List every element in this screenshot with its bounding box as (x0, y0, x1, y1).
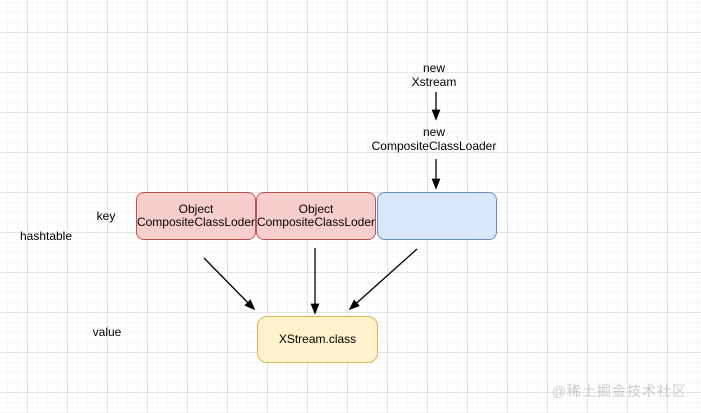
arrow-key1-to-value (203, 257, 256, 311)
value-label: value (92, 325, 122, 339)
arrow-key3-to-value (348, 248, 418, 311)
key-node-object-compositeclassloder-2: Object CompositeClassLoder (256, 192, 376, 240)
juejin-watermark: @稀土掘金技术社区 (551, 383, 687, 399)
value-node-xstream-class: XStream.class (257, 316, 378, 363)
key-node-object-compositeclassloder-1: Object CompositeClassLoder (136, 192, 256, 240)
flow-step-new-compositeclassloader: new CompositeClassLoader (371, 125, 497, 154)
key-label: key (96, 209, 116, 223)
hashtable-label: hashtable (19, 229, 73, 243)
flow-step-new-xstream: new Xstream (411, 61, 457, 90)
key-node-empty (377, 192, 497, 240)
